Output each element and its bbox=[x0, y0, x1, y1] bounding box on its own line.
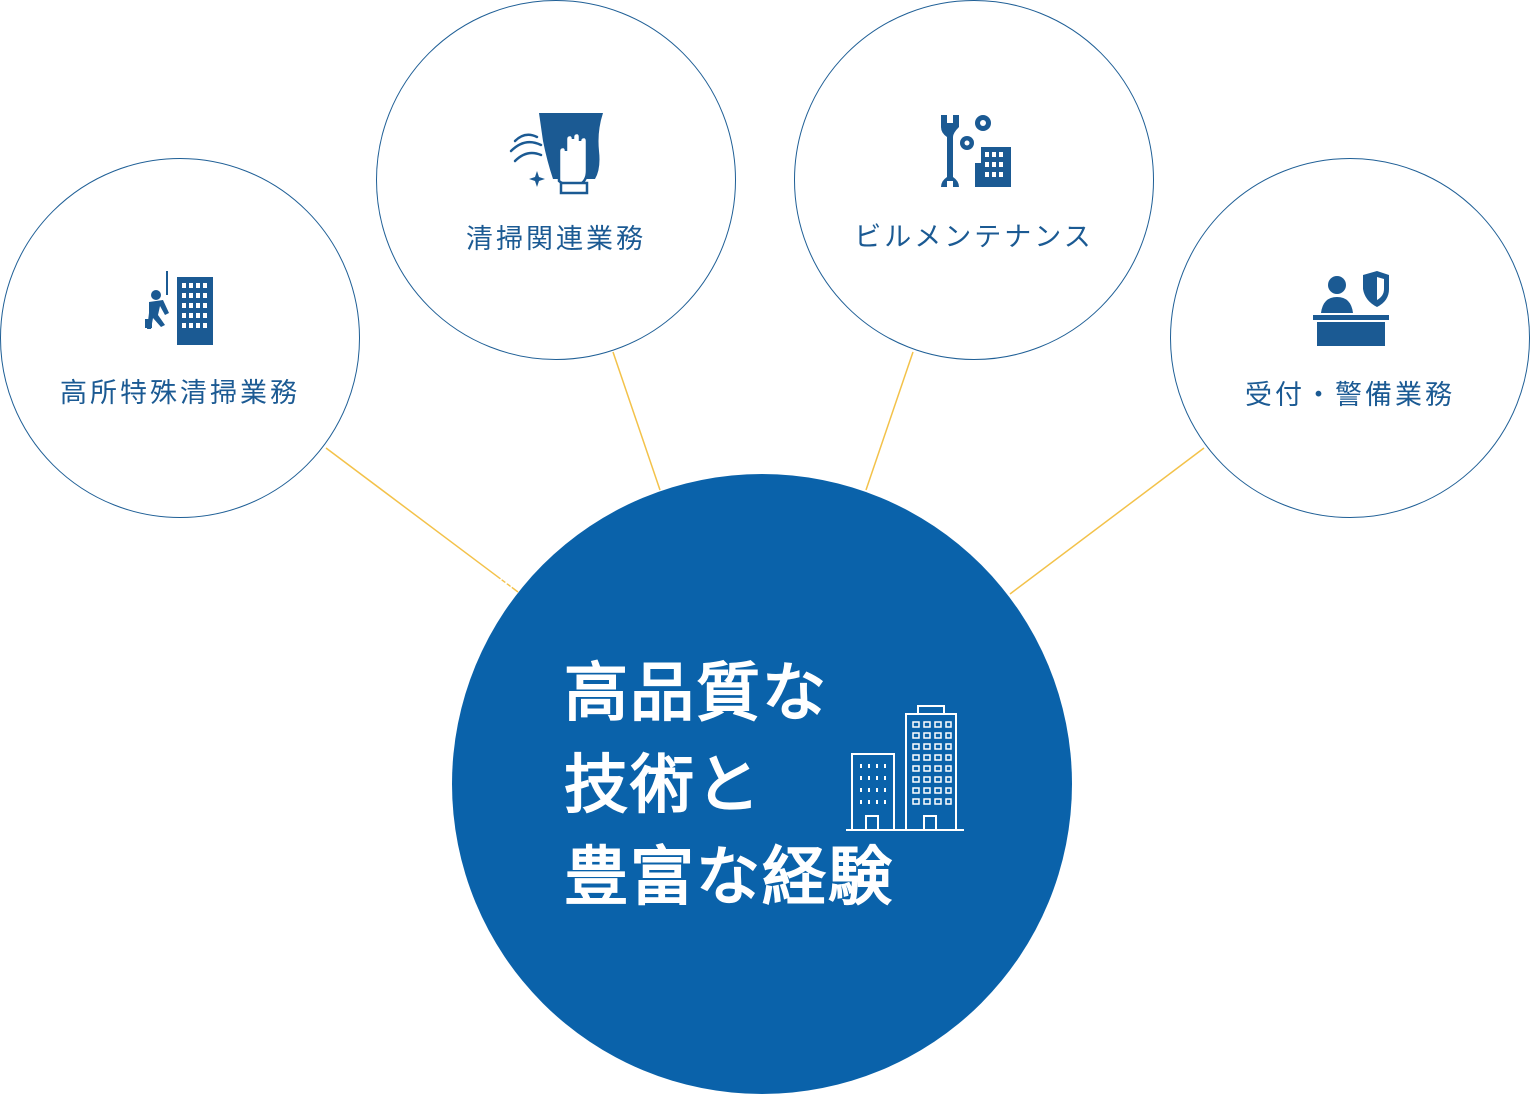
headline: 高品質な 技術と 豊富な経験 bbox=[564, 648, 894, 924]
connector-line bbox=[865, 351, 914, 491]
headline-line: 高品質な bbox=[564, 657, 828, 731]
service-circle-cleaning: 清掃関連業務 bbox=[376, 0, 736, 360]
service-label: 清掃関連業務 bbox=[466, 224, 646, 255]
reception-security-icon bbox=[1313, 271, 1389, 346]
service-label: 受付・警備業務 bbox=[1245, 380, 1455, 411]
buildings-icon bbox=[846, 705, 964, 831]
connector-line bbox=[1009, 447, 1205, 595]
service-circle-building-maintenance: ビルメンテナンス bbox=[794, 0, 1154, 360]
rope-access-building-icon bbox=[145, 271, 213, 345]
service-circle-high-altitude-cleaning: 高所特殊清掃業務 bbox=[0, 158, 360, 518]
service-label: ビルメンテナンス bbox=[854, 222, 1094, 253]
service-label: 高所特殊清掃業務 bbox=[60, 378, 300, 409]
core-circle: Strong Point 高品質な 技術と 豊富な経験 bbox=[452, 455, 1072, 1094]
connector-line bbox=[325, 447, 519, 593]
headline-line: 技術と bbox=[564, 749, 762, 823]
maintenance-tools-building-icon bbox=[941, 115, 1011, 187]
connector-line bbox=[612, 351, 661, 491]
service-circle-reception-security: 受付・警備業務 bbox=[1170, 158, 1530, 518]
headline-line: 豊富な経験 bbox=[564, 841, 894, 915]
cleaning-glove-icon bbox=[509, 113, 603, 195]
